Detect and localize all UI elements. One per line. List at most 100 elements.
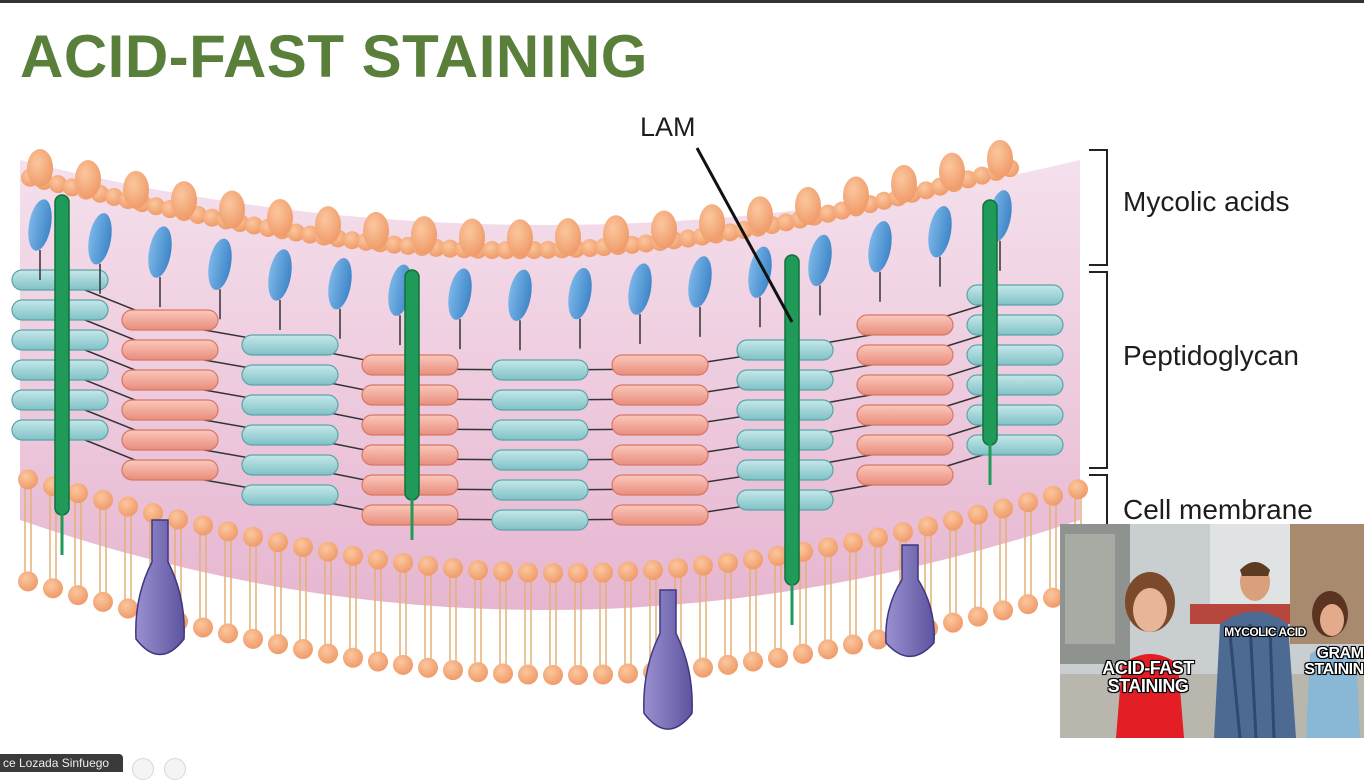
glycan-strand: [121, 339, 219, 361]
lipid-head: [393, 654, 413, 675]
mycolic-head: [27, 149, 53, 187]
mycolic-bead: [49, 175, 67, 194]
lipid-head: [743, 549, 763, 570]
mycolic-head: [75, 160, 101, 199]
lipid-head: [893, 522, 913, 543]
lipid-head: [818, 639, 838, 660]
lipid-head: [718, 552, 738, 573]
lipid-head: [1018, 594, 1038, 615]
lipid-head: [618, 561, 638, 582]
lipid-head: [368, 549, 388, 570]
lipid-head: [93, 489, 113, 510]
glycolipid: [928, 206, 952, 258]
lipid-head: [843, 634, 863, 655]
mycolic-bead: [385, 235, 403, 254]
lipid-head: [543, 563, 563, 583]
glycan-strand: [611, 474, 709, 496]
lipid-head: [343, 647, 363, 668]
glycolipid: [628, 263, 652, 315]
mycolic-acids-label: Mycolic acids: [1123, 186, 1290, 217]
lipid-head: [318, 541, 338, 562]
lipid-head: [418, 555, 438, 576]
lipid-head: [793, 643, 813, 664]
mycolic-head: [507, 219, 533, 258]
glycan-strand: [491, 419, 589, 441]
membrane-protein: [135, 519, 185, 656]
glycolipid: [268, 249, 292, 301]
lipid-head: [143, 503, 163, 524]
cell-membrane-label: Cell membrane: [1123, 494, 1313, 525]
glycan-strand: [856, 404, 954, 426]
lipid-head: [468, 560, 488, 581]
lipid-head: [18, 571, 38, 592]
mycolic-bead: [343, 231, 361, 250]
membrane-protein: [643, 589, 693, 730]
lipid-head: [518, 664, 538, 685]
glycolipid: [688, 256, 712, 308]
lipid-head: [493, 561, 513, 582]
mycolic-head: [315, 206, 341, 245]
glycan-strand: [856, 374, 954, 396]
meeting-control-icon-2[interactable]: [164, 758, 186, 780]
lam-rods: [54, 194, 998, 625]
mycolic-head: [363, 211, 389, 250]
mycolic-head: [987, 139, 1013, 178]
lipid-head: [718, 654, 738, 675]
lipid-head: [368, 651, 388, 672]
mycolic-head: [843, 176, 869, 215]
glycolipid: [508, 269, 532, 321]
lipid-head: [918, 516, 938, 537]
glycan-strand: [491, 449, 589, 471]
lipid-head: [93, 591, 113, 612]
lipid-head: [243, 526, 263, 547]
lipid-head: [518, 562, 538, 583]
mycolic-bead: [539, 240, 557, 259]
mycolic-head: [267, 198, 293, 237]
lipid-head: [418, 657, 438, 678]
layer-brackets: [1089, 149, 1108, 535]
mycolic-bead: [637, 234, 655, 253]
lipid-head: [268, 634, 288, 655]
mycolic-head: [891, 164, 917, 203]
lipid-head: [693, 555, 713, 576]
mycolic-bead: [721, 223, 739, 242]
mycolic-bead: [147, 197, 165, 216]
meme-illustration: [1060, 524, 1364, 738]
lipid-head: [493, 663, 513, 684]
lipid-head: [643, 560, 663, 581]
glycolipid: [568, 267, 592, 320]
meeting-control-icon[interactable]: [132, 758, 154, 780]
lipid-head: [118, 598, 138, 619]
glycan-strand: [611, 504, 709, 526]
meme-caption-acid-fast: ACID-FAST STAINING: [1102, 658, 1194, 696]
lipid-head: [568, 664, 588, 685]
glycan-strand: [856, 434, 954, 456]
glycolipid: [28, 199, 52, 251]
mycolic-bead: [287, 223, 305, 242]
glycan-strand: [491, 389, 589, 411]
glycolipid: [208, 238, 232, 290]
lipid-head: [593, 562, 613, 583]
glycolipid: [748, 246, 772, 298]
lipid-head: [68, 585, 88, 606]
glycan-strand: [241, 454, 339, 476]
mycolic-bead: [245, 216, 263, 235]
mycolic-head: [699, 204, 725, 243]
lipid-head: [693, 657, 713, 678]
glycan-strand: [611, 384, 709, 406]
lipid-head: [868, 527, 888, 548]
lipid-head: [1043, 485, 1063, 506]
lipid-head: [443, 660, 463, 681]
glycan-strand: [966, 404, 1064, 426]
glycan-strand: [241, 334, 339, 356]
glycan-strand: [241, 364, 339, 386]
lipid-head: [868, 629, 888, 650]
mycolic-bead: [875, 191, 893, 210]
mycolic-bead: [777, 213, 795, 232]
glycan-strand: [121, 369, 219, 391]
mycolic-bead: [301, 225, 319, 244]
glycan-strand: [121, 429, 219, 451]
mycolic-head: [171, 181, 197, 220]
lipid-head: [568, 562, 588, 583]
glycolipid: [868, 221, 892, 273]
